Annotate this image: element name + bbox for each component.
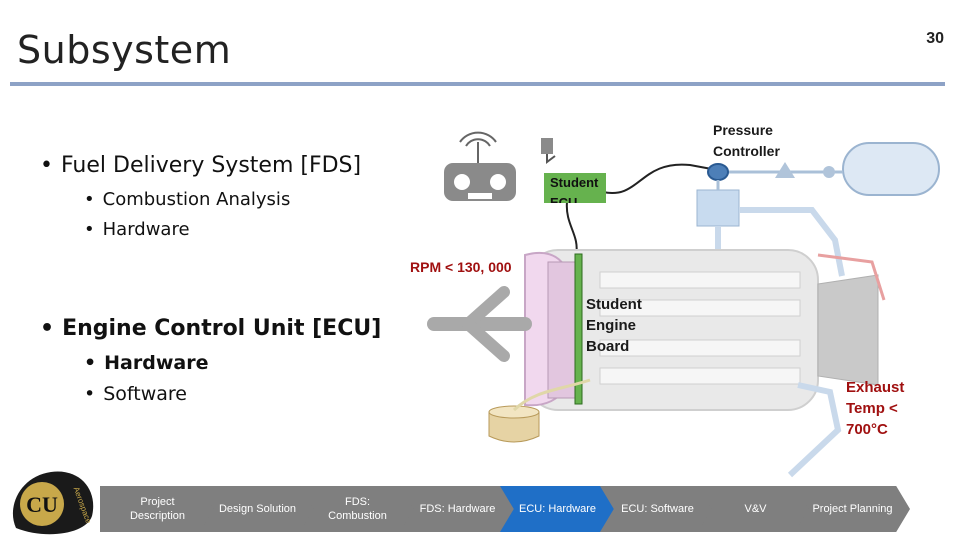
- engine-board-line2: Engine: [586, 317, 637, 334]
- nav-ecu-hardware[interactable]: ECU: Hardware: [500, 486, 615, 532]
- fds-subitem: • Combustion Analysis: [84, 185, 290, 215]
- nav-project-description[interactable]: Project Description: [100, 486, 215, 532]
- exhaust-temp-line3: 700°C: [846, 421, 888, 438]
- student-engine-board: [574, 253, 583, 405]
- title-divider: [10, 82, 945, 86]
- fds-subitems: • Combustion Analysis • Hardware: [84, 185, 290, 245]
- nav-label: Project Description: [129, 496, 186, 522]
- fds-subitem: • Hardware: [84, 215, 290, 245]
- receiver-icon: [541, 138, 556, 164]
- svg-text:CU: CU: [26, 492, 58, 517]
- nav-label: ECU: Hardware: [518, 503, 597, 515]
- ecu-subitem: • Software: [84, 379, 208, 410]
- bullet-icon: •: [84, 383, 96, 405]
- fds-subitem-text: Combustion Analysis: [102, 189, 291, 210]
- nav-project-planning[interactable]: Project Planning: [795, 486, 910, 532]
- exhaust-temp-line2: Temp <: [846, 400, 898, 417]
- pressure-controller-icon: [707, 163, 729, 181]
- exhaust-temp-label: Exhaust Temp < 700°C: [846, 377, 904, 440]
- pressure-controller-line2: Controller: [713, 143, 780, 159]
- fuel-cup: [488, 378, 591, 443]
- page-number: 30: [926, 30, 944, 47]
- nav-ecu-software[interactable]: ECU: Software: [600, 486, 715, 532]
- fds-subitem-text: Hardware: [102, 219, 190, 240]
- nav-label: FDS: Combustion: [328, 496, 387, 522]
- starter-mount: [427, 286, 532, 362]
- nav-label: Design Solution: [218, 503, 297, 515]
- bullet-icon: •: [40, 316, 55, 341]
- bullet-fds-text: Fuel Delivery System [FDS]: [60, 153, 362, 178]
- engine-board-line1: Student: [586, 296, 642, 313]
- nav-vv[interactable]: V&V: [698, 486, 813, 532]
- ecu-subitems: • Hardware • Software: [84, 348, 208, 410]
- nav-label: ECU: Software: [621, 503, 694, 515]
- exhaust-temp-line1: Exhaust: [846, 379, 905, 396]
- student-ecu-line1: Student: [550, 175, 599, 190]
- pressure-controller-line1: Pressure: [713, 122, 773, 138]
- nav-label: FDS: Hardware: [419, 503, 496, 515]
- slide-title: Subsystem: [17, 28, 232, 72]
- bullet-icon: •: [84, 189, 95, 210]
- nav-label: Project Planning: [812, 503, 893, 515]
- bullet-ecu: • Engine Control Unit [ECU]: [40, 316, 381, 341]
- pressure-controller-label: Pressure Controller: [713, 120, 780, 162]
- aerospace-logo: CU Aerospace: [12, 471, 93, 535]
- nav-fds-combustion[interactable]: FDS: Combustion: [300, 486, 415, 532]
- nav-label: V&V: [744, 503, 767, 515]
- bullet-icon: •: [84, 219, 95, 240]
- ecu-subitem-text: Hardware: [104, 352, 209, 374]
- bullet-icon: •: [84, 352, 97, 374]
- fuel-pump: [696, 189, 740, 227]
- control-wire: [602, 163, 718, 195]
- section-nav: Project Description Design Solution FDS:…: [100, 486, 910, 532]
- rpm-limit-label: RPM < 130, 000: [410, 259, 512, 275]
- student-ecu-module: Student ECU: [544, 173, 606, 203]
- fuel-fitting: [823, 166, 835, 178]
- nav-design-solution[interactable]: Design Solution: [200, 486, 315, 532]
- engine-board-line3: Board: [586, 338, 630, 355]
- student-engine-board-label: Student Engine Board: [586, 294, 642, 357]
- nav-fds-hardware[interactable]: FDS: Hardware: [400, 486, 515, 532]
- student-ecu-line2: ECU: [550, 195, 578, 203]
- ecu-subitem: • Hardware: [84, 348, 208, 379]
- turbine-engine: [524, 249, 886, 411]
- fuel-tank: [842, 142, 940, 196]
- bullet-fds: • Fuel Delivery System [FDS]: [40, 153, 361, 178]
- bullet-ecu-text: Engine Control Unit [ECU]: [62, 316, 382, 341]
- rc-transmitter-icon: [444, 131, 516, 201]
- fuel-valve: [775, 162, 795, 178]
- bullet-icon: •: [40, 153, 53, 178]
- ecu-subitem-text: Software: [103, 383, 187, 405]
- ecu-engine-wire: [565, 201, 578, 256]
